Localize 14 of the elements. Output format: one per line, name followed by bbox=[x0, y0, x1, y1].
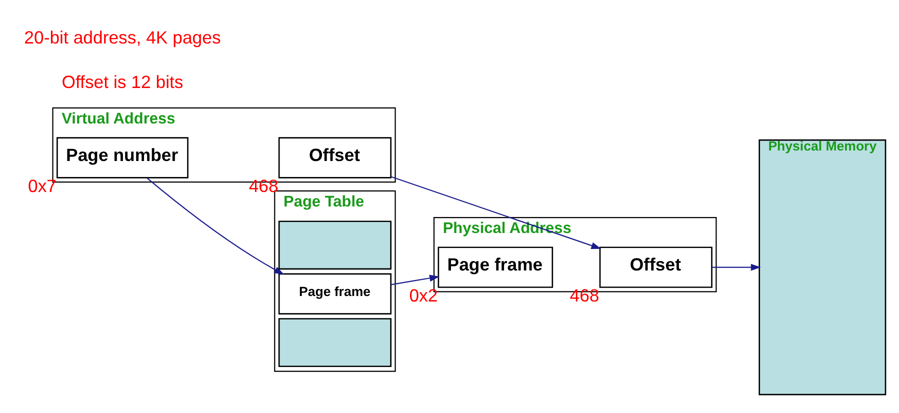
node-box: Page frame bbox=[278, 272, 392, 314]
arrow bbox=[712, 263, 761, 270]
node-box: Page number bbox=[56, 136, 188, 178]
label: Offset is 12 bits bbox=[62, 71, 184, 92]
label: 20-bit address, 4K pages bbox=[24, 27, 221, 48]
node-box: Page frame bbox=[438, 246, 554, 288]
node-box: Offset bbox=[599, 246, 712, 288]
node-box: Offset bbox=[278, 136, 392, 178]
arrow bbox=[390, 274, 440, 285]
node-box bbox=[278, 220, 392, 270]
arrow bbox=[390, 176, 602, 248]
arrow bbox=[146, 176, 284, 274]
node-box bbox=[278, 318, 392, 367]
node-box: Physical Memory bbox=[758, 138, 886, 395]
